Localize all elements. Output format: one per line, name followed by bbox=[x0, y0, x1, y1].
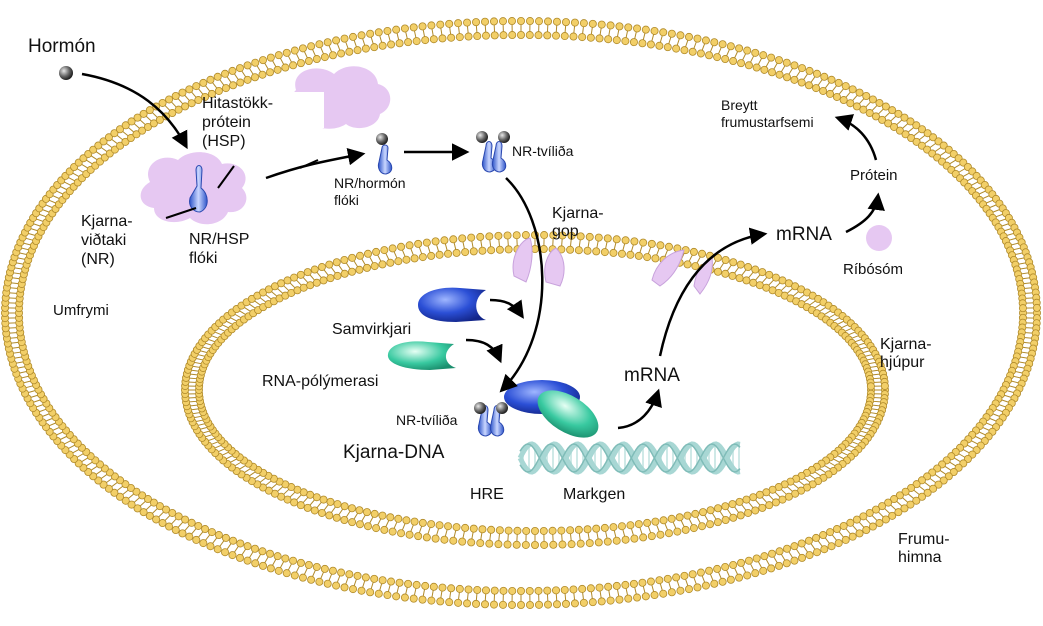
label-cytoplasm: Umfrymi bbox=[53, 302, 109, 319]
nuclear-envelope bbox=[180, 230, 890, 550]
receptor-shape bbox=[189, 165, 208, 213]
hormone-molecule bbox=[59, 66, 73, 80]
hsp-cutout bbox=[288, 92, 324, 128]
dna-helix bbox=[517, 441, 741, 475]
hsp-pointer-line bbox=[217, 165, 235, 189]
label-nuclear-pore: Kjarna- gop bbox=[552, 205, 608, 240]
label-altered-function: Breytt frumustarfsemi bbox=[721, 97, 814, 130]
arrow-mrna-export bbox=[658, 227, 768, 357]
arrow-complex-to-nr-hormone bbox=[265, 148, 366, 180]
label-nr-dimer-top: NR-tvíliða bbox=[512, 143, 574, 159]
rna-polymerase-shape bbox=[387, 341, 456, 370]
hormone-bound-icon bbox=[376, 133, 388, 145]
nr-dimer-top bbox=[476, 131, 510, 173]
nuclear-pore-right bbox=[651, 249, 713, 295]
label-nr-hormone-complex: NR/hormón flóki bbox=[334, 175, 409, 208]
pathway-arrows bbox=[81, 72, 885, 430]
label-nuclear-envelope: Kjarna- hjúpur bbox=[880, 336, 936, 371]
arrow-coactivator-in bbox=[489, 298, 524, 319]
receptor-icon bbox=[377, 144, 393, 175]
label-coactivator: Samvirkjari bbox=[332, 321, 411, 338]
label-rna-polymerase: RNA-pólýmerasi bbox=[262, 373, 378, 390]
arrow-hormone-to-complex bbox=[81, 72, 188, 150]
receptor-pointer-line bbox=[165, 207, 197, 219]
nr-hsp-complex bbox=[140, 152, 247, 225]
arrow-transcription bbox=[617, 388, 662, 430]
label-hormone: Hormón bbox=[28, 36, 96, 57]
rna-polymerase-bound-shape bbox=[537, 390, 599, 438]
label-receptor: Kjarna- viðtaki (NR) bbox=[81, 213, 137, 268]
label-hsp: Hitastökk- prótein (HSP) bbox=[202, 95, 278, 150]
label-nr-dimer-bottom: NR-tvíliða bbox=[396, 412, 458, 428]
label-cell-membrane: Frumu- himna bbox=[898, 531, 954, 566]
cell-membrane bbox=[1, 16, 1042, 610]
label-ribosome: Ríbósóm bbox=[843, 261, 903, 278]
label-protein: Prótein bbox=[850, 167, 898, 184]
label-hre: HRE bbox=[470, 486, 504, 503]
ribosome-shape bbox=[866, 225, 892, 251]
label-nr-hsp-complex: NR/HSP flóki bbox=[189, 231, 254, 267]
coactivator-shape bbox=[418, 287, 486, 322]
hsp-cloud bbox=[140, 152, 247, 225]
nuclear-pore-left bbox=[512, 237, 565, 287]
arrow-hsp-release bbox=[299, 159, 319, 169]
nr-dimer-bottom bbox=[474, 402, 508, 437]
arrow-translation bbox=[845, 192, 885, 234]
arrow-dimer-to-dna bbox=[499, 177, 544, 393]
label-mrna-inner: mRNA bbox=[624, 365, 680, 386]
label-target-gene: Markgen bbox=[563, 486, 625, 503]
arrow-polymerase-in bbox=[465, 338, 503, 364]
label-mrna-outer: mRNA bbox=[776, 224, 832, 245]
label-nuclear-dna: Kjarna-DNA bbox=[343, 442, 445, 463]
arrow-effect bbox=[834, 114, 878, 161]
nr-hormone-complex bbox=[376, 133, 393, 175]
